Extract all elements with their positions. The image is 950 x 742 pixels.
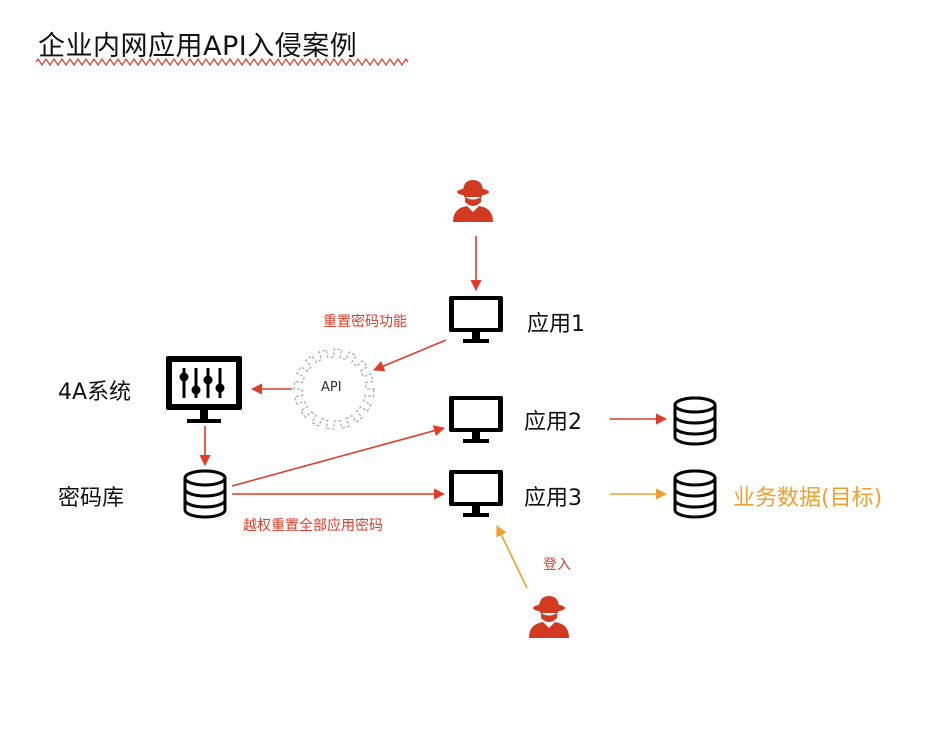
app2-monitor-icon	[449, 396, 503, 443]
app3-label: 应用3	[524, 486, 582, 511]
target-data-label: 业务数据(目标)	[733, 486, 883, 511]
gear-icon	[293, 348, 375, 430]
attacker-top-icon	[453, 180, 493, 222]
attacker-bottom-icon	[529, 596, 569, 638]
system-4a-label: 4A系统	[58, 380, 132, 405]
login-label: 登入	[543, 557, 571, 573]
page-title: 企业内网应用API入侵案例	[38, 31, 358, 62]
api-label: API	[321, 380, 342, 395]
password-db-icon	[183, 469, 227, 519]
app1-monitor-icon	[449, 296, 503, 343]
password-db-label: 密码库	[58, 486, 125, 511]
reset-password-label: 重置密码功能	[323, 314, 407, 330]
attack-arrows	[199, 236, 668, 500]
app2-label: 应用2	[524, 410, 582, 435]
app1-label: 应用1	[527, 312, 585, 337]
privilege-reset-label: 越权重置全部应用密码	[243, 518, 383, 534]
target-arrows	[496, 488, 668, 589]
spellcheck-underline	[36, 58, 409, 66]
app3-db-icon	[673, 469, 717, 519]
app3-monitor-icon	[449, 470, 503, 517]
app2-db-icon	[673, 396, 717, 446]
control-panel-icon	[166, 356, 242, 423]
